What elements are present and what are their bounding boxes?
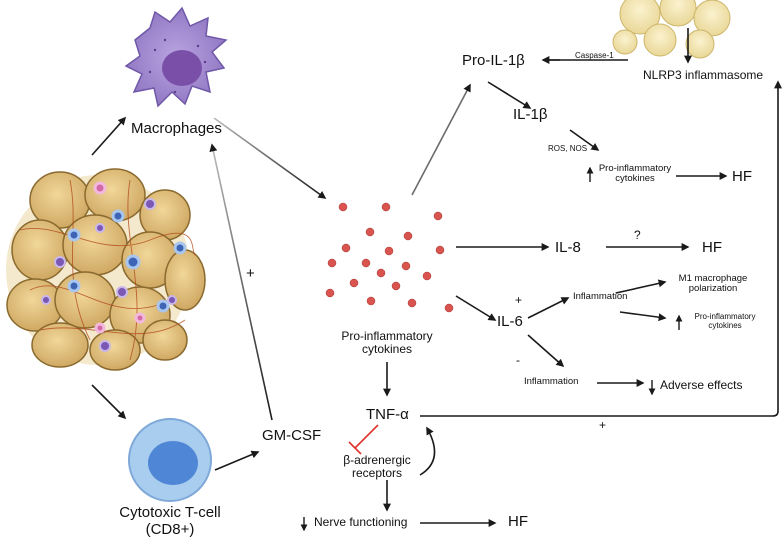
pic-line1: Pro-inflammatory	[341, 329, 433, 343]
cytokine-dots-icon	[325, 202, 454, 313]
pro-inflammatory-cytokines-label: Pro-inflammatory cytokines	[328, 329, 446, 357]
pic-line2: cytokines	[361, 342, 413, 357]
tcell-label-line1: Cytotoxic T-cell	[119, 504, 221, 521]
minus-sign-il6: -	[516, 353, 520, 367]
pic-small-label: Pro-inflammatory cytokines	[594, 163, 676, 185]
tnf-alpha-label: TNF-α	[366, 406, 409, 423]
plus-sign-il6: +	[515, 293, 523, 307]
inhibit-line	[348, 424, 379, 455]
m1-line1: M1 macrophage	[678, 273, 748, 284]
gm-csf-label: GM-CSF	[262, 427, 322, 444]
nerve-functioning-label: Nerve functioning	[314, 515, 408, 529]
beta-adrenergic-label: β-adrenergic receptors	[332, 453, 422, 481]
m1-label: M1 macrophage polarization	[670, 273, 756, 295]
hf-label-nerve: HF	[508, 513, 528, 530]
pic-il6-label: Pro-inflammatory cytokines	[684, 312, 766, 331]
pic-il6-line2: cytokines	[708, 320, 742, 330]
pic-small-line2: cytokines	[615, 173, 655, 185]
m1-line2: polarization	[688, 283, 738, 295]
il1b-label: IL-1β	[513, 106, 548, 123]
macrophages-label: Macrophages	[131, 120, 222, 137]
tcell-label: Cytotoxic T-cell (CD8+)	[108, 504, 232, 538]
hf-label-il8: HF	[702, 239, 722, 256]
ros-nos-label: ROS, NOS	[548, 144, 588, 153]
nlrp3-label: NLRP3 inflammasome	[643, 68, 764, 82]
tcell-label-line2: (CD8+)	[145, 520, 195, 538]
inflammation-lower-label: Inflammation	[524, 376, 579, 387]
pic-small-line1: Pro-inflammatory	[598, 163, 672, 174]
question-mark-label: ?	[634, 228, 641, 242]
beta-line1: β-adrenergic	[343, 453, 411, 467]
inflammation-upper-label: Inflammation	[573, 291, 628, 302]
hf-label-il1b: HF	[732, 168, 752, 185]
plus-sign-gmcsf: +	[246, 265, 255, 282]
inflammasome-icon	[612, 0, 731, 59]
beta-line2: receptors	[351, 466, 403, 481]
adverse-effects-label: Adverse effects	[660, 378, 743, 392]
adipose-tissue-icon	[6, 168, 206, 371]
macrophage-icon	[124, 6, 228, 108]
pro-il1b-label: Pro-IL-1β	[462, 52, 525, 69]
il8-label: IL-8	[555, 239, 581, 256]
t-cell-icon	[128, 418, 212, 502]
pic-il6-line1: Pro-inflammatory	[694, 312, 756, 321]
il6-label: IL-6	[497, 313, 523, 330]
caspase-label: Caspase-1	[575, 51, 614, 60]
plus-sign-tnf: +	[599, 418, 607, 432]
